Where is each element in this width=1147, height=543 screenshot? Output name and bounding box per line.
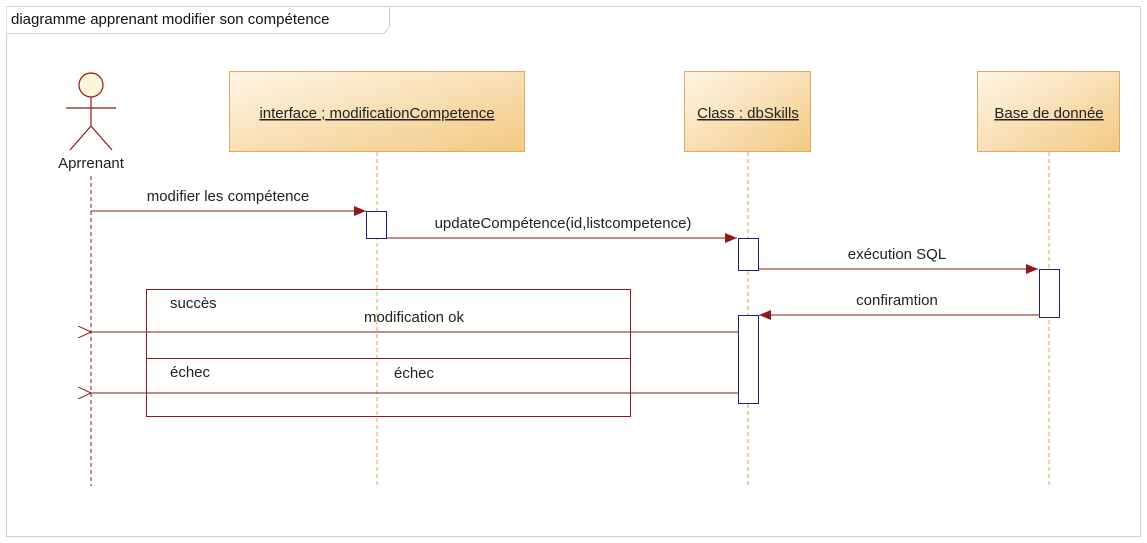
diagram-title-tab — [6, 6, 390, 34]
message-modification-ok-label: modification ok — [364, 309, 465, 326]
participant-class[interactable]: Class : dbSkills — [684, 71, 811, 152]
message-failure-label: échec — [394, 365, 435, 382]
participant-class-box — [684, 71, 811, 152]
alt-fragment-border — [146, 289, 631, 417]
actor-learner[interactable]: Aprrenant — [58, 72, 125, 172]
participant-interface[interactable]: interface ; modificationCompetence — [229, 71, 525, 152]
participant-interface-label: interface ; modificationCompetence — [259, 105, 494, 122]
participant-database-label: Base de donnée — [994, 105, 1103, 122]
actor-label: Aprrenant — [58, 155, 125, 172]
participant-database[interactable]: Base de donnée — [977, 71, 1120, 152]
message-confirmation-label: confiramtion — [856, 292, 938, 309]
participant-interface-box — [229, 71, 525, 152]
alt-fragment: succès échec — [146, 289, 631, 417]
participant-database-box — [977, 71, 1120, 152]
message-update-skill-label: updateCompétence(id,listcompetence) — [435, 215, 692, 232]
activation-interface — [366, 211, 387, 239]
alt-guard-success: succès — [170, 295, 217, 312]
participant-class-label: Class : dbSkills — [697, 105, 799, 122]
actor-head-icon — [78, 72, 104, 98]
activation-database — [1039, 269, 1060, 318]
message-sql-execution-label: exécution SQL — [848, 246, 946, 263]
actor-right-leg — [90, 125, 113, 151]
diagram-frame — [6, 6, 1141, 537]
activation-class-2 — [738, 315, 759, 404]
actor-left-leg — [69, 125, 92, 151]
alt-guard-failure: échec — [170, 364, 211, 381]
activation-class-1 — [738, 238, 759, 271]
message-modify-skills-label: modifier les compétence — [147, 188, 310, 205]
diagram-title: diagramme apprenant modifier son compéte… — [11, 11, 330, 28]
